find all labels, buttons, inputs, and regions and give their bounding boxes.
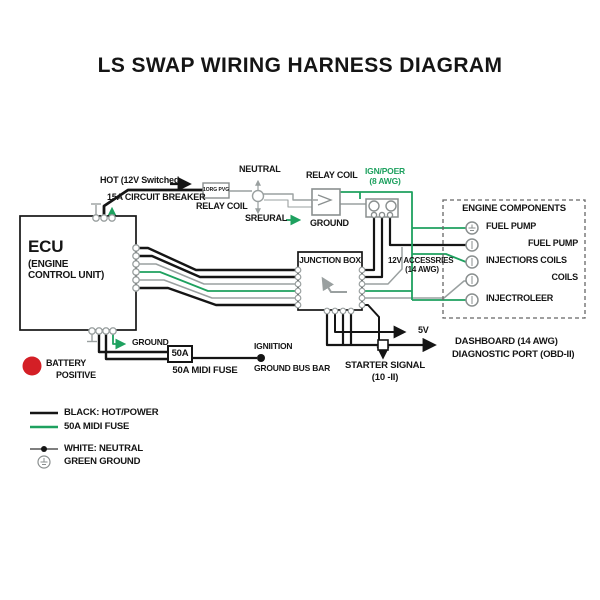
ign-power-label-line2: (8 AWG) (369, 176, 401, 186)
connector-terminals (368, 200, 397, 219)
battery-positive-dot (22, 356, 42, 376)
five-v-label: 5V (418, 325, 429, 335)
legend-item-midi-fuse: 50A MIDI FUSE (64, 421, 130, 432)
legend-item-white-neutral: WHITE: NEUTRAL (64, 443, 143, 454)
green-wires (106, 191, 467, 350)
diagnostic-port-label: DIAGNOSTIC PORT (OBD-II) (452, 349, 575, 360)
junction-pins (294, 266, 366, 315)
legend-item-green-ground: GREEN GROUND (64, 456, 141, 467)
ecu-box (19, 215, 137, 331)
starter-node (377, 339, 389, 351)
ground-bus-bar-label: GROUND BUS BAR (254, 363, 331, 373)
ignition-label: IGNIITION (254, 341, 293, 351)
ecu-subtitle: (ENGINE CONTROL UNIT) (28, 259, 105, 281)
relay-ground-label: GROUND (310, 218, 349, 228)
relay-symbol-icon (313, 194, 333, 206)
engine-item-fuel-pump-2: FUEL PUMP (527, 238, 578, 248)
hot-12v-label: HOT (12V Switched (100, 175, 180, 185)
legend-item-black-hot: BLACK: HOT/POWER (64, 407, 159, 418)
dashboard-wire (325, 312, 437, 353)
sreural-label: SREURAL (245, 213, 288, 223)
ign-power-label-line1: IGN/POER (365, 166, 405, 176)
ecu-pins (88, 214, 140, 335)
fuse-50a-label: 50A MIDI FUSE (172, 365, 238, 376)
engine-item-injectroleer: INJECTROLEER (486, 293, 554, 303)
fuse-50a-box (167, 345, 193, 363)
engine-terminal-glyphs (468, 224, 476, 304)
circuit-breaker-label: 15A CIRCUIT BREAKER (107, 192, 206, 202)
engine-item-injectors-coils: INJECTIORS COILS (486, 255, 567, 265)
engine-item-fuel-pump-1: FUEL PUMP (486, 221, 537, 231)
dashboard-label: DASHBOARD (14 AWG) (455, 336, 558, 347)
junction-box-label: JUNCTION BOX (299, 255, 361, 265)
ground-bus-bar-node (257, 354, 265, 362)
junction-arrow-icon (321, 276, 347, 293)
accessories-label-line1: 12V ACCESSRIES (388, 256, 454, 265)
legend-swatches (30, 411, 58, 469)
accessories-label-line2: (14 AWG) (405, 265, 439, 274)
engine-components-box (442, 199, 586, 319)
component-layer (19, 182, 586, 469)
inline-fuse-chip (202, 182, 230, 199)
ground-arrow (112, 333, 127, 350)
fuse-chip-text: 1ORG PVG (203, 187, 230, 193)
ground-symbol-icon (468, 224, 476, 231)
engine-components-title: ENGINE COMPONENTS (462, 203, 566, 214)
fuse-50a-value: 50A (171, 348, 189, 359)
five-v-wire (334, 312, 407, 339)
ecu-ground-label: GROUND (132, 337, 169, 347)
relay-coil-label: RELAY COIL (306, 170, 358, 180)
hot-power-wires (97, 176, 466, 361)
battery-label-line1: BATTERY (46, 358, 87, 368)
wiring-layer (87, 176, 467, 361)
fuse-chip-label: RELAY COIL (196, 201, 248, 211)
ecu-label: ECU (28, 237, 64, 256)
legend-neutral-dot (41, 446, 47, 452)
starter-signal-label-line1: STARTER SIGNAL (345, 360, 425, 371)
page-title: LS SWAP WIRING HARNESS DIAGRAM (97, 54, 503, 77)
battery-label-line2: POSITIVE (56, 370, 96, 380)
engine-item-coils: COILS (551, 272, 578, 282)
starter-signal-label-line2: (10 -II) (371, 372, 399, 383)
neutral-label: NEUTRAL (239, 164, 281, 174)
neutral-node (251, 189, 265, 203)
